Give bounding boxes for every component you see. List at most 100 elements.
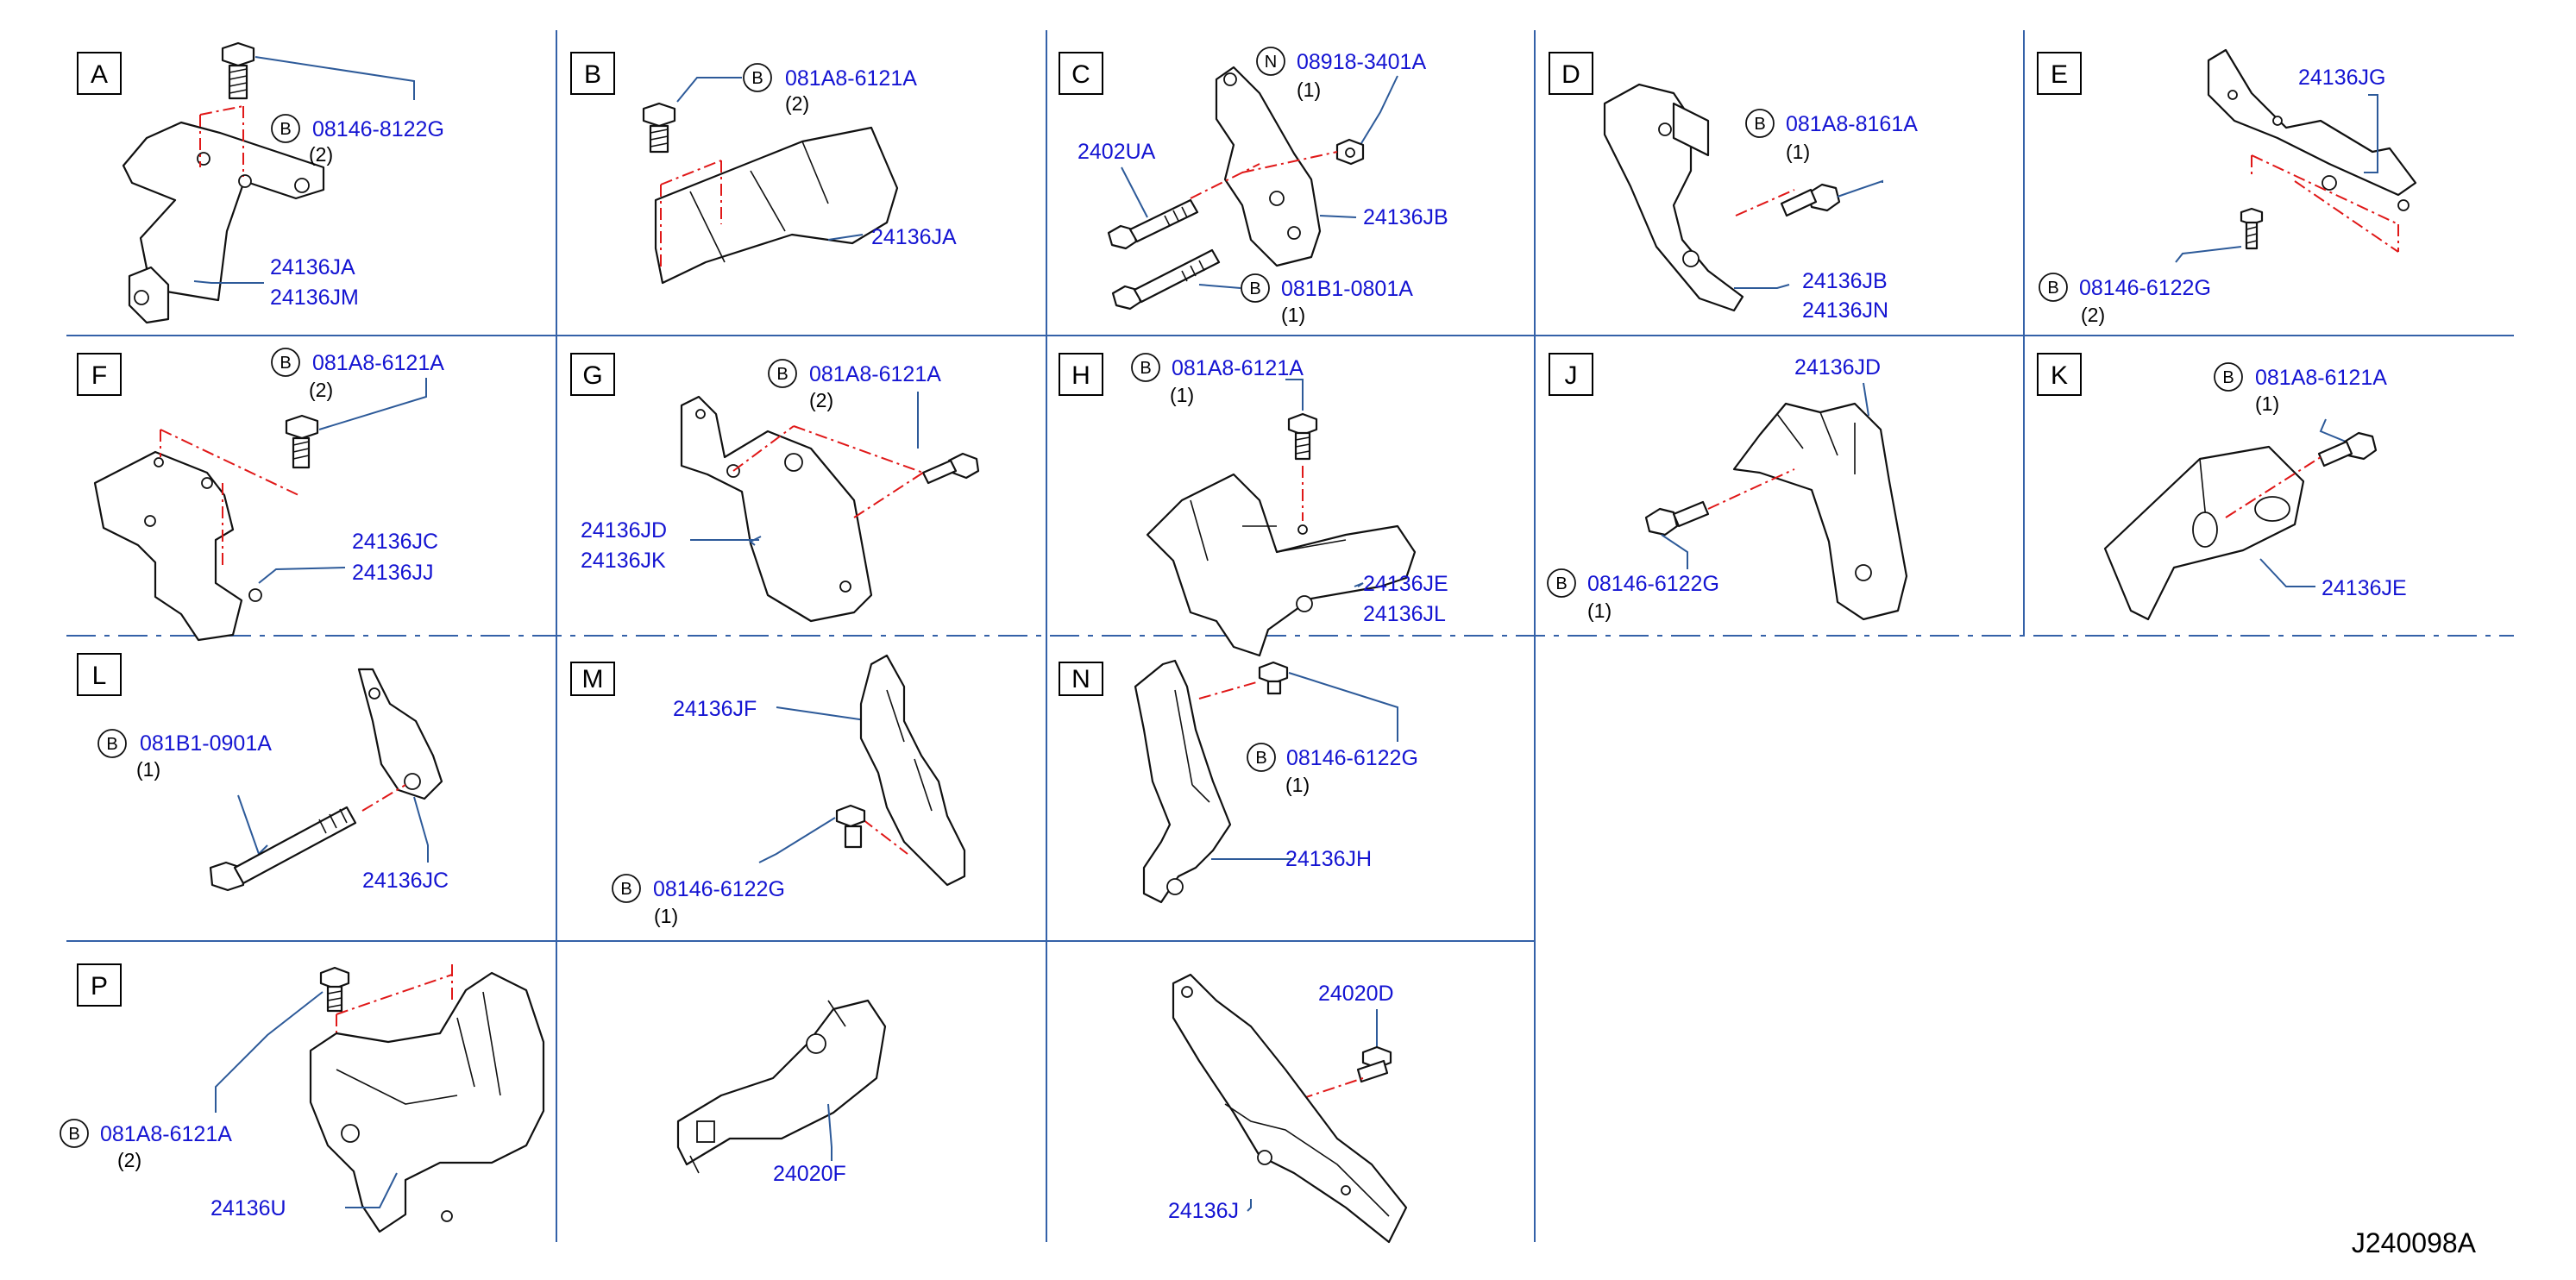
diagram-id: J240098A — [2352, 1227, 2477, 1258]
callout-qty: (1) — [1587, 599, 1612, 622]
part-label: 24136JL — [1363, 602, 1446, 626]
callout-part-number: 08146-6122G — [653, 877, 785, 901]
badge-b-icon — [1131, 353, 1160, 382]
badge-b-icon — [271, 114, 300, 143]
callout-qty: (2) — [117, 1149, 141, 1171]
part-label: 24136JC — [352, 530, 438, 554]
callout-qty: (2) — [2081, 304, 2105, 326]
badge-b-icon — [271, 348, 300, 377]
bolt-icon — [921, 452, 980, 485]
callout-qty: (1) — [1786, 141, 1810, 163]
bolt-icon — [1644, 500, 1710, 536]
part-label: 24136JM — [270, 285, 359, 310]
part-label: 24136JN — [1802, 298, 1888, 323]
callout-qty: (2) — [309, 143, 333, 166]
panel-p-letter: P — [91, 972, 108, 1001]
panel-f: F B 081A8-6121A (2) 24136JC 24136JJ — [77, 348, 444, 642]
part-label: 24020F — [773, 1162, 846, 1186]
panel-b: B B 081A8-6121A (2) 24136JA — [570, 52, 957, 285]
callout-part-number: 08146-6122G — [1286, 746, 1418, 770]
panel-m: M 24136JF B 08146-6122G (1) — [570, 654, 966, 927]
callout-part-number: 081A8-6121A — [312, 351, 444, 375]
callout-part-number: 081A8-6121A — [100, 1122, 232, 1146]
part-label: 24136JE — [2322, 576, 2407, 600]
badge-letter: B — [280, 120, 291, 139]
callout-part-number: 081B1-0901A — [140, 731, 272, 756]
part-label: 24136JA — [871, 225, 957, 249]
panel-a-letter: A — [91, 60, 108, 89]
panel-l: L B 081B1-0901A (1) 24136JC — [77, 653, 449, 893]
panel-m-letter: M — [582, 665, 604, 693]
part-label: 24136JG — [2298, 66, 2385, 90]
panel-j: J 24136JD B 08146-6122G (1) — [1547, 353, 1908, 622]
bolt-icon — [319, 966, 350, 1013]
badge-letter: B — [776, 365, 788, 384]
bolt-icon — [1780, 183, 1841, 217]
panel-n: N B 08146-6122G (1) 24136JH — [1059, 659, 1418, 904]
bolt-icon — [1258, 661, 1289, 695]
badge-letter: N — [1265, 53, 1277, 72]
part-label: 24136U — [210, 1196, 286, 1220]
callout-qty: (2) — [809, 389, 833, 411]
bolt-icon — [642, 102, 676, 154]
bolt-icon — [2240, 207, 2264, 250]
badge-letter: B — [280, 354, 291, 373]
grid-lines — [66, 30, 2514, 1242]
bolt-icon — [285, 414, 319, 469]
callout-qty: (1) — [654, 905, 678, 927]
bolt-icon — [1111, 248, 1221, 311]
bolt-icon — [1107, 198, 1199, 250]
panel-b-letter: B — [584, 60, 601, 89]
badge-letter: B — [68, 1125, 79, 1144]
callout-part-number: 08146-8122G — [312, 117, 444, 141]
part-label: 24136JB — [1802, 269, 1888, 293]
badge-letter: B — [1140, 359, 1151, 378]
badge-letter: B — [106, 735, 117, 754]
callout-part-number: 081A8-8161A — [1786, 112, 1918, 136]
badge-b-icon — [2214, 362, 2243, 392]
callout-part-number: 08146-6122G — [2079, 276, 2211, 300]
nut-icon — [1335, 138, 1365, 166]
part-label: 24136JD — [581, 518, 667, 543]
panel-k: K B 081A8-6121A (1) 24136JE — [2037, 353, 2407, 621]
bolt-icon — [221, 41, 255, 100]
callout-qty: (1) — [1281, 304, 1305, 326]
part-label: 24136JC — [362, 869, 449, 893]
callout-part-number: 08918-3401A — [1297, 50, 1426, 74]
panel-p: P B 081A8-6121A (2) 24136U — [60, 963, 545, 1233]
part-label: 24136J — [1168, 1199, 1239, 1223]
part-label: 24136JJ — [352, 561, 434, 585]
panel-g: G B 081A8-6121A (2) 24136JD 24136JK — [570, 353, 980, 623]
callout-qty: (1) — [1285, 774, 1310, 796]
part-label: 24136JF — [673, 697, 757, 721]
panel-24020f: 24020F — [676, 999, 887, 1186]
panel-n-letter: N — [1071, 665, 1090, 693]
badge-b-icon — [1241, 273, 1270, 303]
panel-j-letter: J — [1565, 361, 1578, 390]
part-label: 2402UA — [1078, 140, 1156, 164]
part-label: 24136JE — [1363, 572, 1448, 596]
callout-part-number: 081B1-0801A — [1281, 277, 1413, 301]
panel-e: E B 08146-6122G (2) 24136JG — [2037, 48, 2417, 326]
badge-b-icon — [743, 63, 772, 92]
panel-f-letter: F — [91, 361, 107, 390]
badge-b-icon — [1745, 109, 1775, 138]
panel-l-letter: L — [92, 662, 107, 690]
badge-letter: B — [2047, 279, 2058, 298]
panel-c-letter: C — [1071, 60, 1090, 89]
part-label: 24136JB — [1363, 205, 1448, 229]
panel-k-letter: K — [2051, 361, 2068, 390]
badge-letter: B — [620, 880, 631, 899]
panel-24020d: 24020D 24136J — [1168, 973, 1408, 1244]
panel-d: D B 081A8-8161A (1) 24136JB 24136JN — [1549, 52, 1918, 323]
badge-letter: B — [751, 69, 763, 88]
badge-letter: B — [1255, 749, 1266, 768]
part-label: 24020D — [1318, 982, 1394, 1006]
callout-part-number: 081A8-6121A — [809, 362, 941, 386]
bolt-icon — [835, 804, 866, 849]
part-label: 24136JK — [581, 549, 666, 573]
panel-a: A B 08146-8122G (2) 24136JA 24136JM — [77, 41, 444, 324]
callout-part-number: 081A8-6121A — [2255, 366, 2387, 390]
callout-part-number: 081A8-6121A — [1172, 356, 1304, 380]
